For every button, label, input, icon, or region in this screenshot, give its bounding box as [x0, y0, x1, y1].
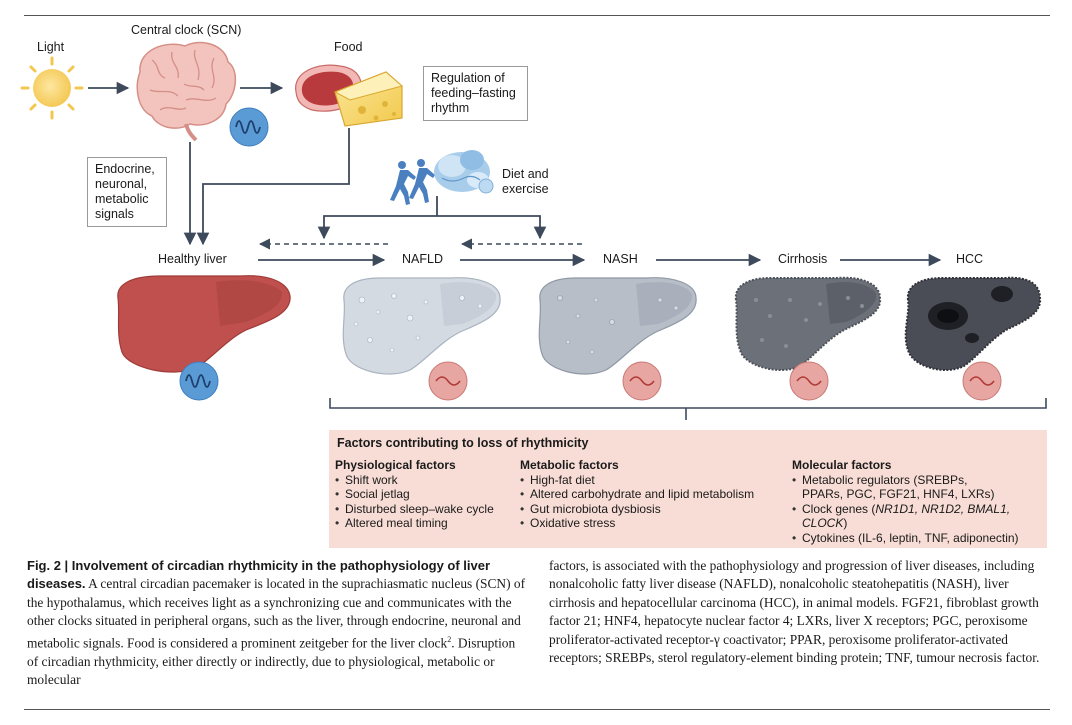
- sun-icon: [20, 56, 84, 120]
- diet-exercise-label: Diet and exercise: [502, 167, 549, 196]
- list-item: Altered meal timing: [335, 516, 515, 531]
- list-item: Social jetlag: [335, 487, 515, 502]
- caption-right: factors, is associated with the pathophy…: [549, 558, 1040, 666]
- factors-title: Factors contributing to loss of rhythmic…: [337, 436, 589, 450]
- list-item: Altered carbohydrate and lipid metabolis…: [520, 487, 790, 502]
- reference-superscript: 2: [447, 634, 452, 644]
- signals-callout: Endocrine, neuronal, metabolic signals: [87, 157, 167, 227]
- feeding-fasting-callout: Regulation of feeding–fasting rhythm: [423, 66, 528, 121]
- list-item: Shift work: [335, 473, 515, 488]
- nafld-liver-icon: [342, 277, 501, 401]
- list-item: Cytokines (IL-6, leptin, TNF, adiponecti…: [792, 531, 1044, 546]
- stage-nafld-label: NAFLD: [402, 252, 443, 266]
- stage-nash-label: NASH: [603, 252, 638, 266]
- salad-bowl-icon: [434, 150, 494, 194]
- circadian-diagram: [20, 41, 1047, 420]
- nash-liver-icon: [538, 277, 697, 401]
- list-item: High-fat diet: [520, 473, 790, 488]
- list-item: Oxidative stress: [520, 516, 790, 531]
- healthy-liver-icon: [117, 275, 291, 401]
- diet-exercise-bracket: [323, 196, 541, 238]
- bottom-rule: [24, 709, 1050, 710]
- list-item: Disturbed sleep–wake cycle: [335, 502, 515, 517]
- cheese-icon: [333, 71, 404, 127]
- cirrhosis-liver-icon: [734, 276, 882, 401]
- factors-bracket: [329, 398, 1047, 420]
- stage-hcc-label: HCC: [956, 252, 984, 266]
- factors-panel: Factors contributing to loss of rhythmic…: [329, 430, 1047, 548]
- list-item: Clock genes (NR1D1, NR1D2, BMAL1, CLOCK): [792, 502, 1044, 531]
- molecular-heading: Molecular factors: [792, 458, 892, 472]
- caption-left: Fig. 2 | Involvement of circadian rhythm…: [27, 558, 526, 687]
- physiological-heading: Physiological factors: [335, 458, 456, 472]
- stage-healthy-liver-label: Healthy liver: [158, 252, 227, 266]
- metabolic-factors: Metabolic factors High-fat diet Altered …: [520, 458, 790, 531]
- runners-icon: [390, 159, 435, 205]
- food-to-liver-arrow: [196, 128, 350, 246]
- central-clock-oscillation-icon: [229, 107, 269, 147]
- metabolic-heading: Metabolic factors: [520, 458, 619, 472]
- hcc-liver-icon: [904, 276, 1042, 401]
- brain-icon: [136, 41, 237, 142]
- top-rule: [24, 15, 1050, 16]
- figure-label: Fig. 2 | Involvement of circadian rhythm…: [27, 558, 491, 592]
- scn-label: Central clock (SCN): [131, 23, 242, 37]
- food-label: Food: [334, 40, 363, 54]
- list-item: Metabolic regulators (SREBPs, PPARs, PGC…: [792, 473, 1044, 502]
- light-label: Light: [37, 40, 65, 54]
- list-item: Gut microbiota dysbiosis: [520, 502, 790, 517]
- stage-cirrhosis-label: Cirrhosis: [778, 252, 828, 266]
- molecular-factors: Molecular factors Metabolic regulators (…: [792, 458, 1044, 545]
- physiological-factors: Physiological factors Shift work Social …: [335, 458, 515, 531]
